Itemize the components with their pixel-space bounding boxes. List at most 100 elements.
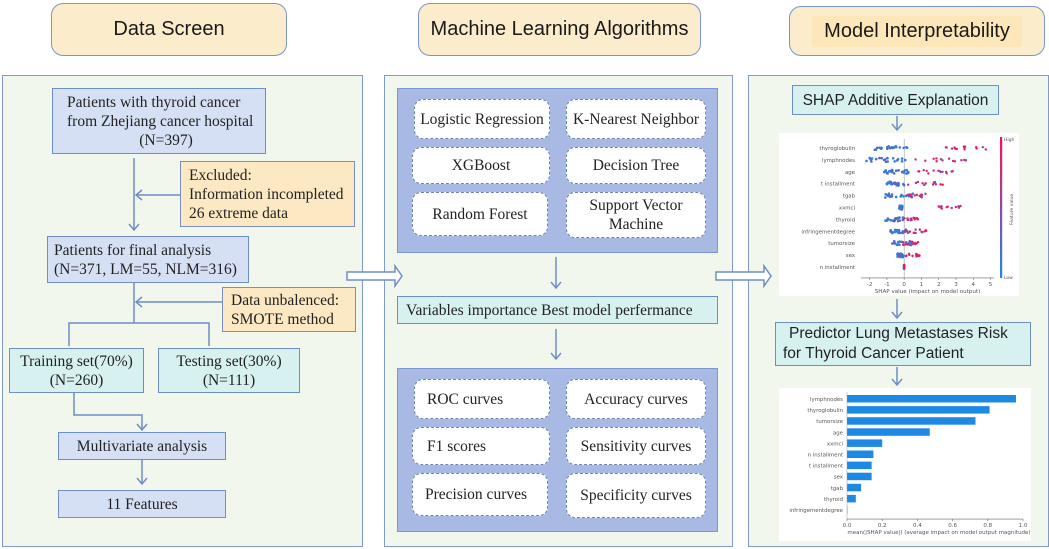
arrow-head <box>891 311 903 320</box>
beeswarm-point <box>950 147 954 150</box>
beeswarm-point <box>894 169 898 173</box>
beeswarm-point <box>920 196 924 199</box>
beeswarm-point <box>885 156 889 160</box>
beeswarm-point <box>953 160 957 163</box>
multivariate-label: Multivariate analysis <box>76 437 208 455</box>
bar-thyroid <box>847 494 856 503</box>
feature-label: lymphnodes <box>822 158 855 164</box>
beeswarm-point <box>912 231 915 235</box>
colorbar-title: Feature value <box>1009 194 1015 226</box>
header-data-screen-label: Data Screen <box>113 18 225 40</box>
beeswarm-point <box>884 219 887 222</box>
beeswarm-point <box>916 180 920 184</box>
barchart-svg: lymphnodesthyroglobulintumorsizeagexxmci… <box>789 392 1031 536</box>
beeswarm-point <box>963 145 967 148</box>
beeswarm-point <box>962 158 966 162</box>
testing-line-1: Testing set(30%) <box>176 352 282 370</box>
arrow-head <box>134 296 143 308</box>
beeswarm-point <box>910 240 914 243</box>
metric-sensitivity: Sensitivity curves <box>566 427 706 465</box>
beeswarm-point <box>892 219 896 223</box>
beeswarm-point <box>895 159 899 162</box>
beeswarm-point <box>932 157 935 160</box>
metric-label: Precision curves <box>425 486 528 503</box>
beeswarm-point <box>865 159 868 163</box>
x-tick-label: 5 <box>989 282 993 288</box>
beeswarm-point <box>909 218 912 222</box>
beeswarm-point <box>896 240 900 244</box>
beeswarm-point <box>902 241 905 244</box>
beeswarm-point <box>935 157 938 160</box>
beeswarm-point <box>902 266 906 269</box>
algo-label: XGBoost <box>451 157 511 174</box>
beeswarm-point <box>887 181 891 185</box>
feature-label: tgab <box>843 194 856 200</box>
beeswarm-point <box>897 219 900 222</box>
beeswarm-point <box>939 158 943 161</box>
beeswarm-point <box>897 228 901 232</box>
bar-thyroglobulin <box>847 406 990 414</box>
patients-line-1: Patients with thyroid cancer <box>67 93 241 111</box>
colorbar <box>1000 137 1003 278</box>
algo-xgboost: XGBoost <box>412 147 550 184</box>
beeswarm-point <box>910 195 913 198</box>
algo-label: Random Forest <box>432 205 528 223</box>
algo-knn: K-Nearest Neighbor <box>566 99 706 139</box>
beeswarm-point <box>895 243 899 247</box>
shap-label: SHAP Additive Explanation <box>802 91 989 109</box>
bar-category-label: infringementdegree <box>789 508 843 514</box>
arrow-head <box>134 189 143 201</box>
beeswarm-point <box>894 195 898 199</box>
multivariate-box: Multivariate analysis <box>58 432 226 460</box>
beeswarm-point <box>882 158 886 162</box>
x-tick-label: 3 <box>954 282 958 288</box>
x-tick-label: 0.2 <box>878 523 887 529</box>
beeswarm-point <box>906 193 910 197</box>
beeswarm-point <box>941 183 944 186</box>
beeswarm-point <box>924 182 927 185</box>
x-tick-label: 1 <box>920 282 924 288</box>
beeswarm-point <box>950 206 953 210</box>
beeswarm-point <box>893 160 896 163</box>
bar-category-label: tgab <box>831 486 844 492</box>
beeswarm-point <box>914 252 918 256</box>
x-tick-label: 0.4 <box>913 523 922 529</box>
arrow-head <box>136 423 148 432</box>
beeswarm-point <box>904 145 908 149</box>
beeswarm-point <box>914 158 917 161</box>
beeswarm-point <box>891 242 894 245</box>
x-tick-label: 0 <box>902 282 906 288</box>
beeswarm-point <box>899 252 902 255</box>
block-arrow-data-to-ml <box>346 263 403 289</box>
beeswarm-point <box>874 148 878 152</box>
bar-category-label: t installment <box>809 464 843 470</box>
header-ml-algorithms: Machine Learning Algorithms <box>418 3 701 56</box>
beeswarm-point <box>868 156 872 160</box>
x-tick-label: 0.6 <box>948 523 957 529</box>
features-box: 11 Features <box>58 490 226 518</box>
colorbar-high-label: High <box>1004 137 1014 143</box>
patients-line-2: from Zhejiang cancer hospital <box>67 112 254 130</box>
beeswarm-point <box>902 146 905 150</box>
algo-label: Support Vector Machine <box>589 197 683 233</box>
beeswarm-point <box>898 207 901 210</box>
beeswarm-point <box>924 192 927 196</box>
beeswarm-point <box>920 230 923 233</box>
beeswarm-point <box>939 206 942 209</box>
x-tick-label: -2 <box>867 282 872 288</box>
testing-count: (N=111) <box>202 371 256 389</box>
patients-count: (N=397) <box>139 131 193 149</box>
beeswarm-point <box>916 240 920 244</box>
feature-label: sex <box>846 253 856 259</box>
x-tick-label: -1 <box>884 282 889 288</box>
metric-precision: Precision curves <box>412 473 548 516</box>
beeswarm-point <box>913 194 916 197</box>
bar-tumorsize <box>847 417 976 425</box>
x-axis-label: SHAP value (impact on model output) <box>875 289 981 295</box>
beeswarm-point <box>907 183 910 186</box>
beeswarm-point <box>894 145 897 148</box>
